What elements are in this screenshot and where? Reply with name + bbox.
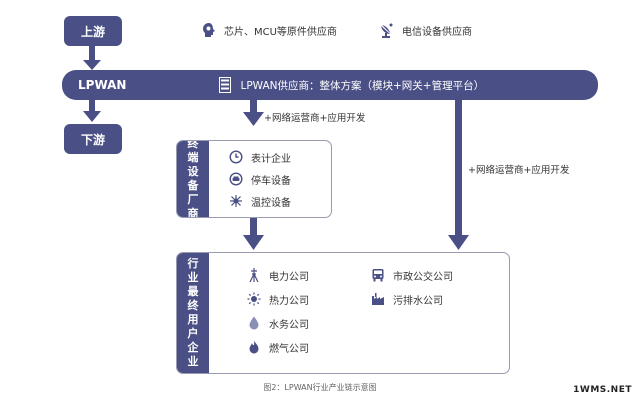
arrow-enduser-left-shaft [250,217,257,237]
lpwan-supplier-label: LPWAN供应商：整体方案（模块+网关+管理平台） [240,79,485,92]
terminal-vendor-box: 终端设备厂商 表计企业 停车设备 温控设备 [176,140,332,218]
end-user-water: 水务公司 [245,315,309,331]
end-user-bus-label: 市政公交公司 [393,271,453,283]
end-user-heating: 热力公司 [245,291,309,307]
bus-icon [369,267,387,283]
flame-icon [245,339,263,355]
watermark: 1WMS.NET [573,385,632,395]
end-user-box: 行业最终用户企业 电力公司 热力公司 水务公司 燃气公司 市政公交公司 [176,252,510,374]
water-drop-icon [245,315,263,331]
head-gear-icon [200,22,218,38]
telecom-supplier-label: 电信设备供应商 [402,26,472,38]
end-user-gas-label: 燃气公司 [269,343,309,355]
telecom-supplier: 电信设备供应商 [378,22,472,38]
end-user-sewage: 污排水公司 [369,291,443,307]
server-icon [218,77,232,93]
terminal-vendor-title: 终端设备厂商 [177,141,209,217]
edge-label-terminal: +网络运营商+应用开发 [264,113,366,124]
end-user-title-text: 行业最终用户企业 [187,257,199,368]
terminal-item-meter: 表计企业 [227,149,291,165]
downstream-node: 下游 [64,124,122,154]
car-icon [227,171,245,187]
lpwan-bar: LPWAN LPWAN供应商：整体方案（模块+网关+管理平台） [62,70,598,100]
upstream-node: 上游 [64,16,122,46]
end-user-water-label: 水务公司 [269,319,309,331]
chip-supplier-label: 芯片、MCU等原件供应商 [224,26,337,38]
arrow-enduser-right-head [448,235,469,250]
end-user-sewage-label: 污排水公司 [393,295,443,307]
end-user-gas: 燃气公司 [245,339,309,355]
upstream-label: 上游 [80,24,105,39]
end-user-electric: 电力公司 [245,267,309,283]
arrow-upstream-shaft [89,46,95,62]
end-user-electric-label: 电力公司 [269,271,309,283]
factory-icon [369,291,387,307]
satellite-dish-icon [378,22,396,38]
edge-label-enduser: +网络运营商+应用开发 [468,165,570,176]
chip-supplier: 芯片、MCU等原件供应商 [200,22,337,38]
figure-caption: 图2：LPWAN行业产业链示意图 [263,383,377,392]
terminal-item-thermostat-label: 温控设备 [251,197,291,209]
clock-icon [227,149,245,165]
end-user-heating-label: 热力公司 [269,295,309,307]
arrow-downstream-shaft [89,100,95,113]
end-user-title: 行业最终用户企业 [177,253,209,373]
sun-icon [245,291,263,307]
arrow-terminal-shaft [250,100,257,114]
arrow-downstream-head [83,111,101,122]
arrow-enduser-left-head [243,235,264,250]
terminal-vendor-title-text: 终端设备厂商 [187,140,199,218]
terminal-item-parking-label: 停车设备 [251,175,291,187]
arrow-enduser-right-shaft [455,100,462,237]
terminal-item-parking: 停车设备 [227,171,291,187]
arrow-terminal-head [243,112,264,126]
downstream-label: 下游 [80,132,105,147]
arrow-upstream-head [83,60,101,70]
thermostat-icon [227,193,245,209]
terminal-item-meter-label: 表计企业 [251,153,291,165]
end-user-bus: 市政公交公司 [369,267,453,283]
terminal-item-thermostat: 温控设备 [227,193,291,209]
lpwan-label: LPWAN [78,78,127,92]
power-tower-icon [245,267,263,283]
